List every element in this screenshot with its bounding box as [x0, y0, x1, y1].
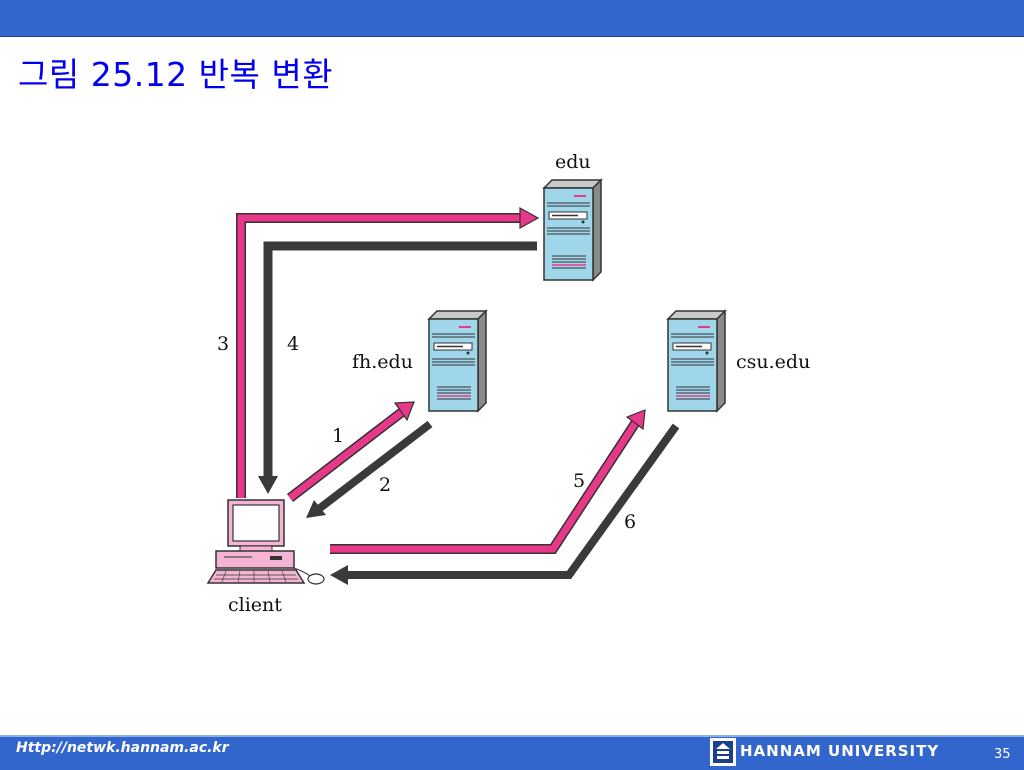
step-3-label: 3 — [217, 333, 229, 355]
header-bar — [0, 0, 1024, 37]
arrow-step-4 — [258, 241, 537, 494]
edu-label: edu — [555, 151, 591, 173]
arrow-step-1 — [286, 401, 415, 502]
page-number: 35 — [994, 747, 1011, 762]
client-label: client — [228, 594, 282, 616]
arrow-step-6 — [330, 423, 680, 585]
edu-server — [543, 179, 602, 281]
csu-edu-label: csu.edu — [736, 351, 810, 373]
university-logo-icon — [710, 738, 736, 766]
arrow-step-5 — [330, 409, 646, 554]
step-6-label: 6 — [624, 511, 636, 533]
step-2-label: 2 — [379, 474, 391, 496]
fh-edu-server — [428, 310, 487, 412]
step-4-label: 4 — [287, 333, 299, 355]
step-5-label: 5 — [573, 470, 585, 492]
footer-university: HANNAM UNIVERSITY — [740, 742, 940, 760]
csu-edu-server — [667, 310, 726, 412]
arrow-step-2 — [306, 420, 433, 518]
footer-bar — [0, 735, 1024, 770]
client-computer — [206, 499, 325, 585]
step-1-label: 1 — [332, 425, 344, 447]
footer-url: Http://netwk.hannam.ac.kr — [16, 740, 229, 756]
slide-title: 그림 25.12 반복 변환 — [18, 55, 334, 94]
arrow-step-3 — [236, 206, 540, 498]
fh-edu-label: fh.edu — [352, 351, 413, 373]
